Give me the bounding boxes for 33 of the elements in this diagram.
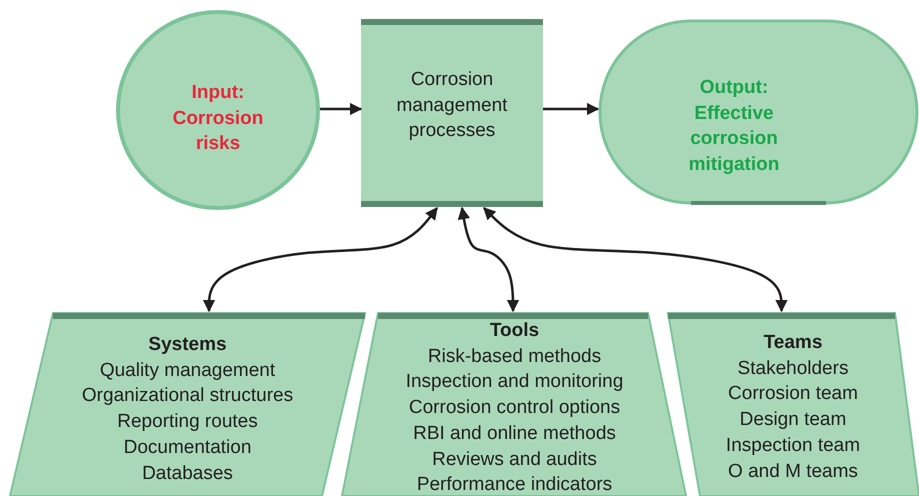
section-heading: Tools <box>488 319 540 343</box>
arrow <box>458 206 520 312</box>
section-heading: Teams <box>762 331 824 355</box>
list-item: Quality management <box>98 358 276 383</box>
list-item: RBI and online methods <box>412 422 617 446</box>
list-item: Organizational structures <box>80 384 294 408</box>
arrow <box>320 102 362 116</box>
list-item: Documentation <box>122 436 252 460</box>
list-item: Performance indicators <box>416 473 614 496</box>
node-label: Corrosion management processes <box>396 68 508 144</box>
list-item: Databases <box>141 462 234 486</box>
list-item: Reviews and audits <box>431 448 598 472</box>
arrow <box>483 207 788 312</box>
list-item: Corrosion control options <box>408 396 622 420</box>
list-item: Stakeholders <box>736 356 850 381</box>
section-heading: Systems <box>147 333 228 357</box>
list-item: Risk-based methods <box>426 344 602 369</box>
list-item: Corrosion team <box>727 382 859 406</box>
list-item: Inspection team <box>724 434 862 458</box>
node-label: Output: Effective corrosion mitigation <box>688 76 780 178</box>
input-circle <box>116 10 320 210</box>
arrow <box>543 102 600 116</box>
node-label: Input: Corrosion risks <box>172 81 264 156</box>
category-panel <box>668 313 919 496</box>
category-panel <box>10 313 366 496</box>
list-item: Reporting routes <box>116 410 259 434</box>
list-item: Design team <box>738 408 848 432</box>
category-panel <box>342 313 687 496</box>
output-stadium <box>598 19 919 205</box>
process-box <box>361 19 543 207</box>
list-item: O and M teams <box>727 460 859 484</box>
list-item: Inspection and monitoring <box>404 370 624 394</box>
arrow <box>202 207 438 312</box>
